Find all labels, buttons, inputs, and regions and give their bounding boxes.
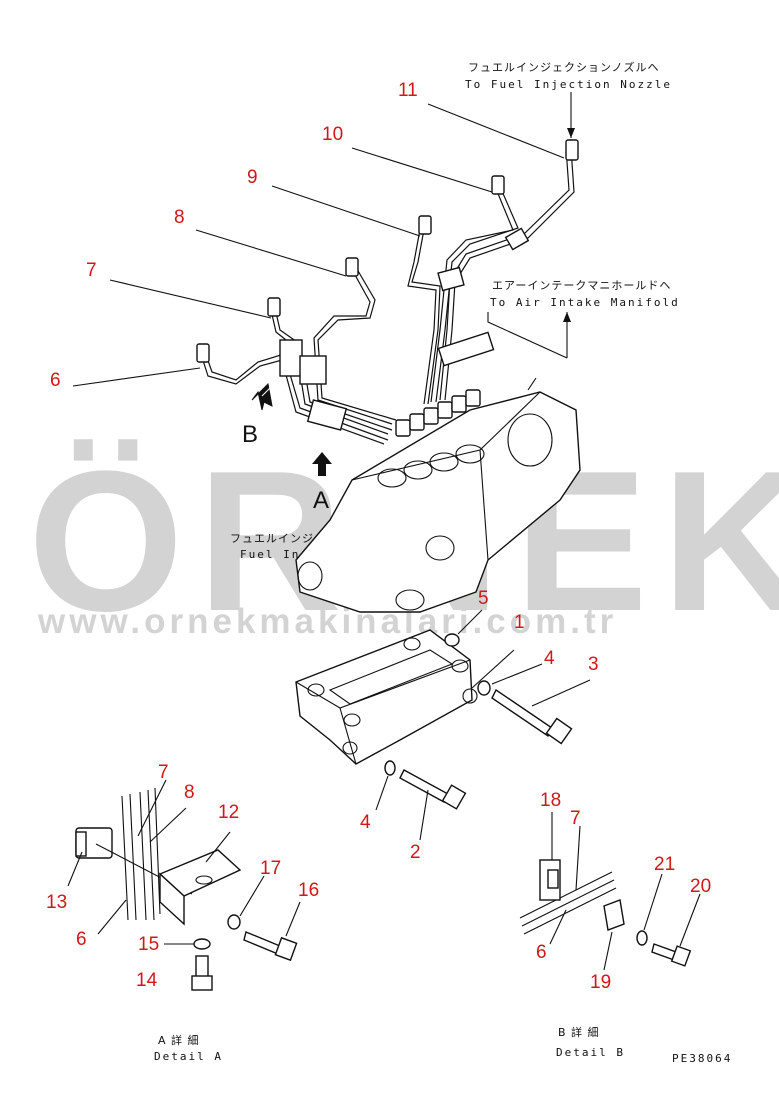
callout-1: 1 <box>514 612 525 633</box>
detail-b-leaders <box>549 812 701 971</box>
detail-a-title-en: Detail A <box>154 1050 223 1063</box>
detail-b-callout-18: 18 <box>540 790 561 811</box>
callout-6: 6 <box>50 370 61 391</box>
detail-b-title-en: Detail B <box>556 1046 625 1059</box>
callout-leaders <box>72 103 591 841</box>
detail-a-callout-6: 6 <box>76 929 87 950</box>
detail-b-callout-20: 20 <box>690 876 711 897</box>
detail-a-callout-8: 8 <box>184 782 195 803</box>
callout-3: 3 <box>588 654 599 675</box>
callout-7: 7 <box>86 260 97 281</box>
callout-2: 2 <box>410 842 421 863</box>
bolt-2 <box>399 769 467 810</box>
detail-a-callout-17: 17 <box>260 858 281 879</box>
manifold-label-en: To Air Intake Manifold <box>490 296 680 309</box>
detail-a-callout-12: 12 <box>218 802 239 823</box>
detail-a-callout-13: 13 <box>46 892 67 913</box>
callout-10: 10 <box>322 124 343 145</box>
washer-4-upper <box>477 680 491 696</box>
nozzle-arrow <box>567 92 575 138</box>
nozzle-label-en: To Fuel Injection Nozzle <box>465 78 672 91</box>
detail-a-callout-14: 14 <box>136 970 158 991</box>
watermark-url: www.ornekmakinalari.com.tr <box>37 602 617 641</box>
drawing-code: PE38064 <box>672 1052 732 1065</box>
nozzle-label-jp: フュエルインジェクションノズルヘ <box>468 60 659 74</box>
callout-9: 9 <box>247 167 258 188</box>
bolt-3 <box>491 688 573 745</box>
callout-11: 11 <box>398 80 418 101</box>
detail-a-callout-16: 16 <box>298 880 319 901</box>
pump-bracket <box>295 629 478 765</box>
view-arrow-a <box>312 452 332 476</box>
detail-a-title-jp: A 詳 細 <box>158 1033 200 1047</box>
detail-a-callout-15: 15 <box>138 934 159 955</box>
callout-5: 5 <box>478 588 489 609</box>
detail-b-callout-21: 21 <box>654 854 675 875</box>
detail-b-drawing <box>519 859 692 967</box>
view-label-a: A <box>313 487 329 514</box>
washer-4-lower <box>384 760 396 776</box>
detail-a-callout-7: 7 <box>158 762 169 783</box>
detail-b-callout-6: 6 <box>536 942 547 963</box>
fuel-injection-pump <box>295 377 581 613</box>
dowel-5 <box>444 633 460 647</box>
detail-b-callout-7: 7 <box>570 808 581 829</box>
detail-a-leaders <box>67 779 301 945</box>
callout-8: 8 <box>174 207 185 228</box>
view-label-b: B <box>242 421 258 448</box>
manifold-label-jp: エアーインテークマニホールドヘ <box>492 279 671 292</box>
detail-a-drawing <box>75 787 298 991</box>
injection-pipes <box>196 139 579 445</box>
callout-4-lower: 4 <box>360 812 371 833</box>
view-arrow-b <box>251 382 273 411</box>
detail-b-callout-19: 19 <box>590 972 611 993</box>
callout-4-upper: 4 <box>544 648 555 669</box>
detail-b-title-jp: B 詳 細 <box>558 1025 600 1039</box>
manifold-arrow <box>487 312 571 359</box>
